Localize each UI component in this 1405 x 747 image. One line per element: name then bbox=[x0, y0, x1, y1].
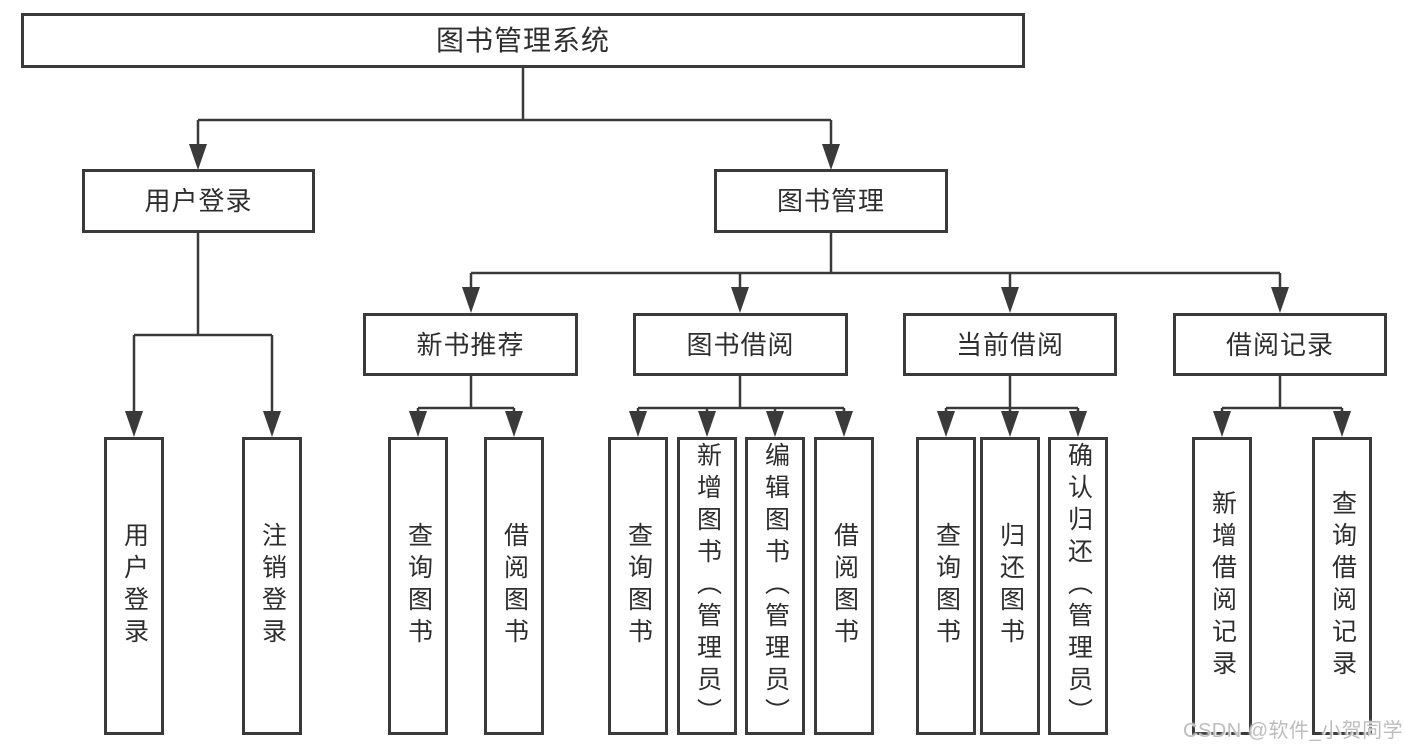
leaf-query-borrow-record: 查询借阅记录 bbox=[1312, 437, 1372, 735]
node-book-borrowing: 图书借阅 bbox=[633, 313, 848, 376]
connector-user-login-group bbox=[125, 233, 281, 437]
leaf-query-books-current: 查询图书 bbox=[916, 437, 976, 735]
connector-book-mgmt-to-level3 bbox=[462, 233, 1289, 313]
leaf-add-books-admin: 新增图书（管理员） bbox=[677, 437, 737, 735]
node-new-book-recommendation: 新书推荐 bbox=[363, 313, 578, 376]
leaf-edit-books-admin: 编辑图书（管理员） bbox=[745, 437, 805, 735]
connector-borrow-records-group bbox=[1213, 376, 1351, 437]
connector-root-to-level2 bbox=[189, 68, 840, 170]
leaf-borrow-books-recommendation: 借阅图书 bbox=[484, 437, 544, 735]
leaf-query-books-recommendation: 查询图书 bbox=[388, 437, 448, 735]
connector-book-borrow-group bbox=[629, 376, 853, 437]
node-library-management-system: 图书管理系统 bbox=[21, 13, 1025, 68]
leaf-logout: 注销登录 bbox=[242, 437, 302, 735]
leaf-user-login: 用户登录 bbox=[104, 437, 164, 735]
node-current-borrowing: 当前借阅 bbox=[903, 313, 1117, 376]
node-user-login: 用户登录 bbox=[82, 169, 315, 233]
node-book-management: 图书管理 bbox=[714, 169, 948, 233]
csdn-watermark: CSDN @软件_小贺同学 bbox=[1183, 720, 1404, 742]
leaf-add-borrow-record: 新增借阅记录 bbox=[1192, 437, 1252, 735]
connector-new-book-rec-group bbox=[409, 376, 523, 437]
leaf-borrow-books: 借阅图书 bbox=[814, 437, 874, 735]
leaf-confirm-return-admin: 确认归还（管理员） bbox=[1048, 437, 1108, 735]
leaf-return-books: 归还图书 bbox=[980, 437, 1040, 735]
leaf-query-books-borrowing: 查询图书 bbox=[608, 437, 668, 735]
node-borrowing-records: 借阅记录 bbox=[1173, 313, 1387, 376]
connector-current-borrow-group bbox=[937, 376, 1087, 437]
